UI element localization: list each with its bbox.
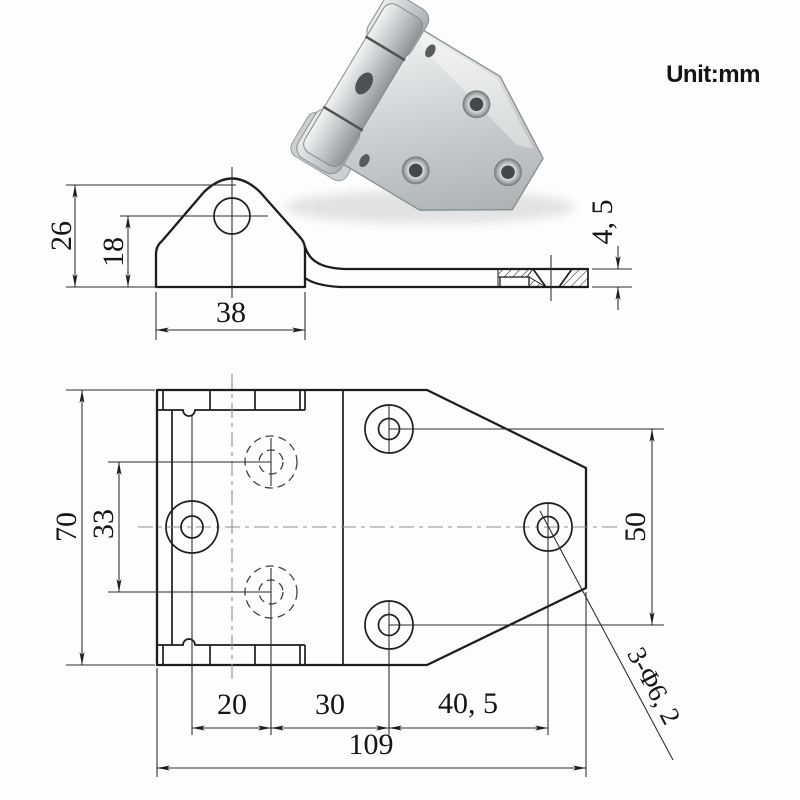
dim-plan-hidden-spacing: 33 [87, 509, 120, 539]
hinge-photo [285, 0, 575, 224]
dim-side-hole-height: 18 [97, 237, 130, 267]
photo-countersunk-holes [401, 90, 522, 187]
dim-plan-pin-to-hidden: 20 [217, 688, 247, 721]
dim-plan-overall-length: 109 [349, 728, 394, 761]
dim-plan-front-to-end: 40, 5 [438, 687, 498, 720]
plan-view-drawing: 70 33 20 30 40, 5 109 50 3-Φ6, 2 [50, 374, 687, 777]
hole-callout: 3-Φ6, 2 [621, 642, 686, 729]
dim-side-overall-height: 26 [45, 221, 78, 251]
section-hatch [497, 255, 589, 301]
unit-label: Unit:mm [666, 61, 760, 88]
flap-holes [364, 404, 573, 735]
photo-barrel-hole [355, 72, 374, 95]
dim-plan-end-hole-spacing: 50 [619, 512, 652, 542]
dim-plan-overall-width: 70 [50, 512, 83, 542]
dim-plan-hidden-to-front: 30 [315, 688, 345, 721]
pin-hole [165, 416, 219, 735]
dim-side-tab-width: 38 [216, 296, 246, 329]
dim-side-thickness: 4, 5 [586, 200, 619, 245]
hidden-holes [244, 435, 298, 735]
side-view-drawing: 26 18 38 4, 5 [45, 167, 632, 340]
